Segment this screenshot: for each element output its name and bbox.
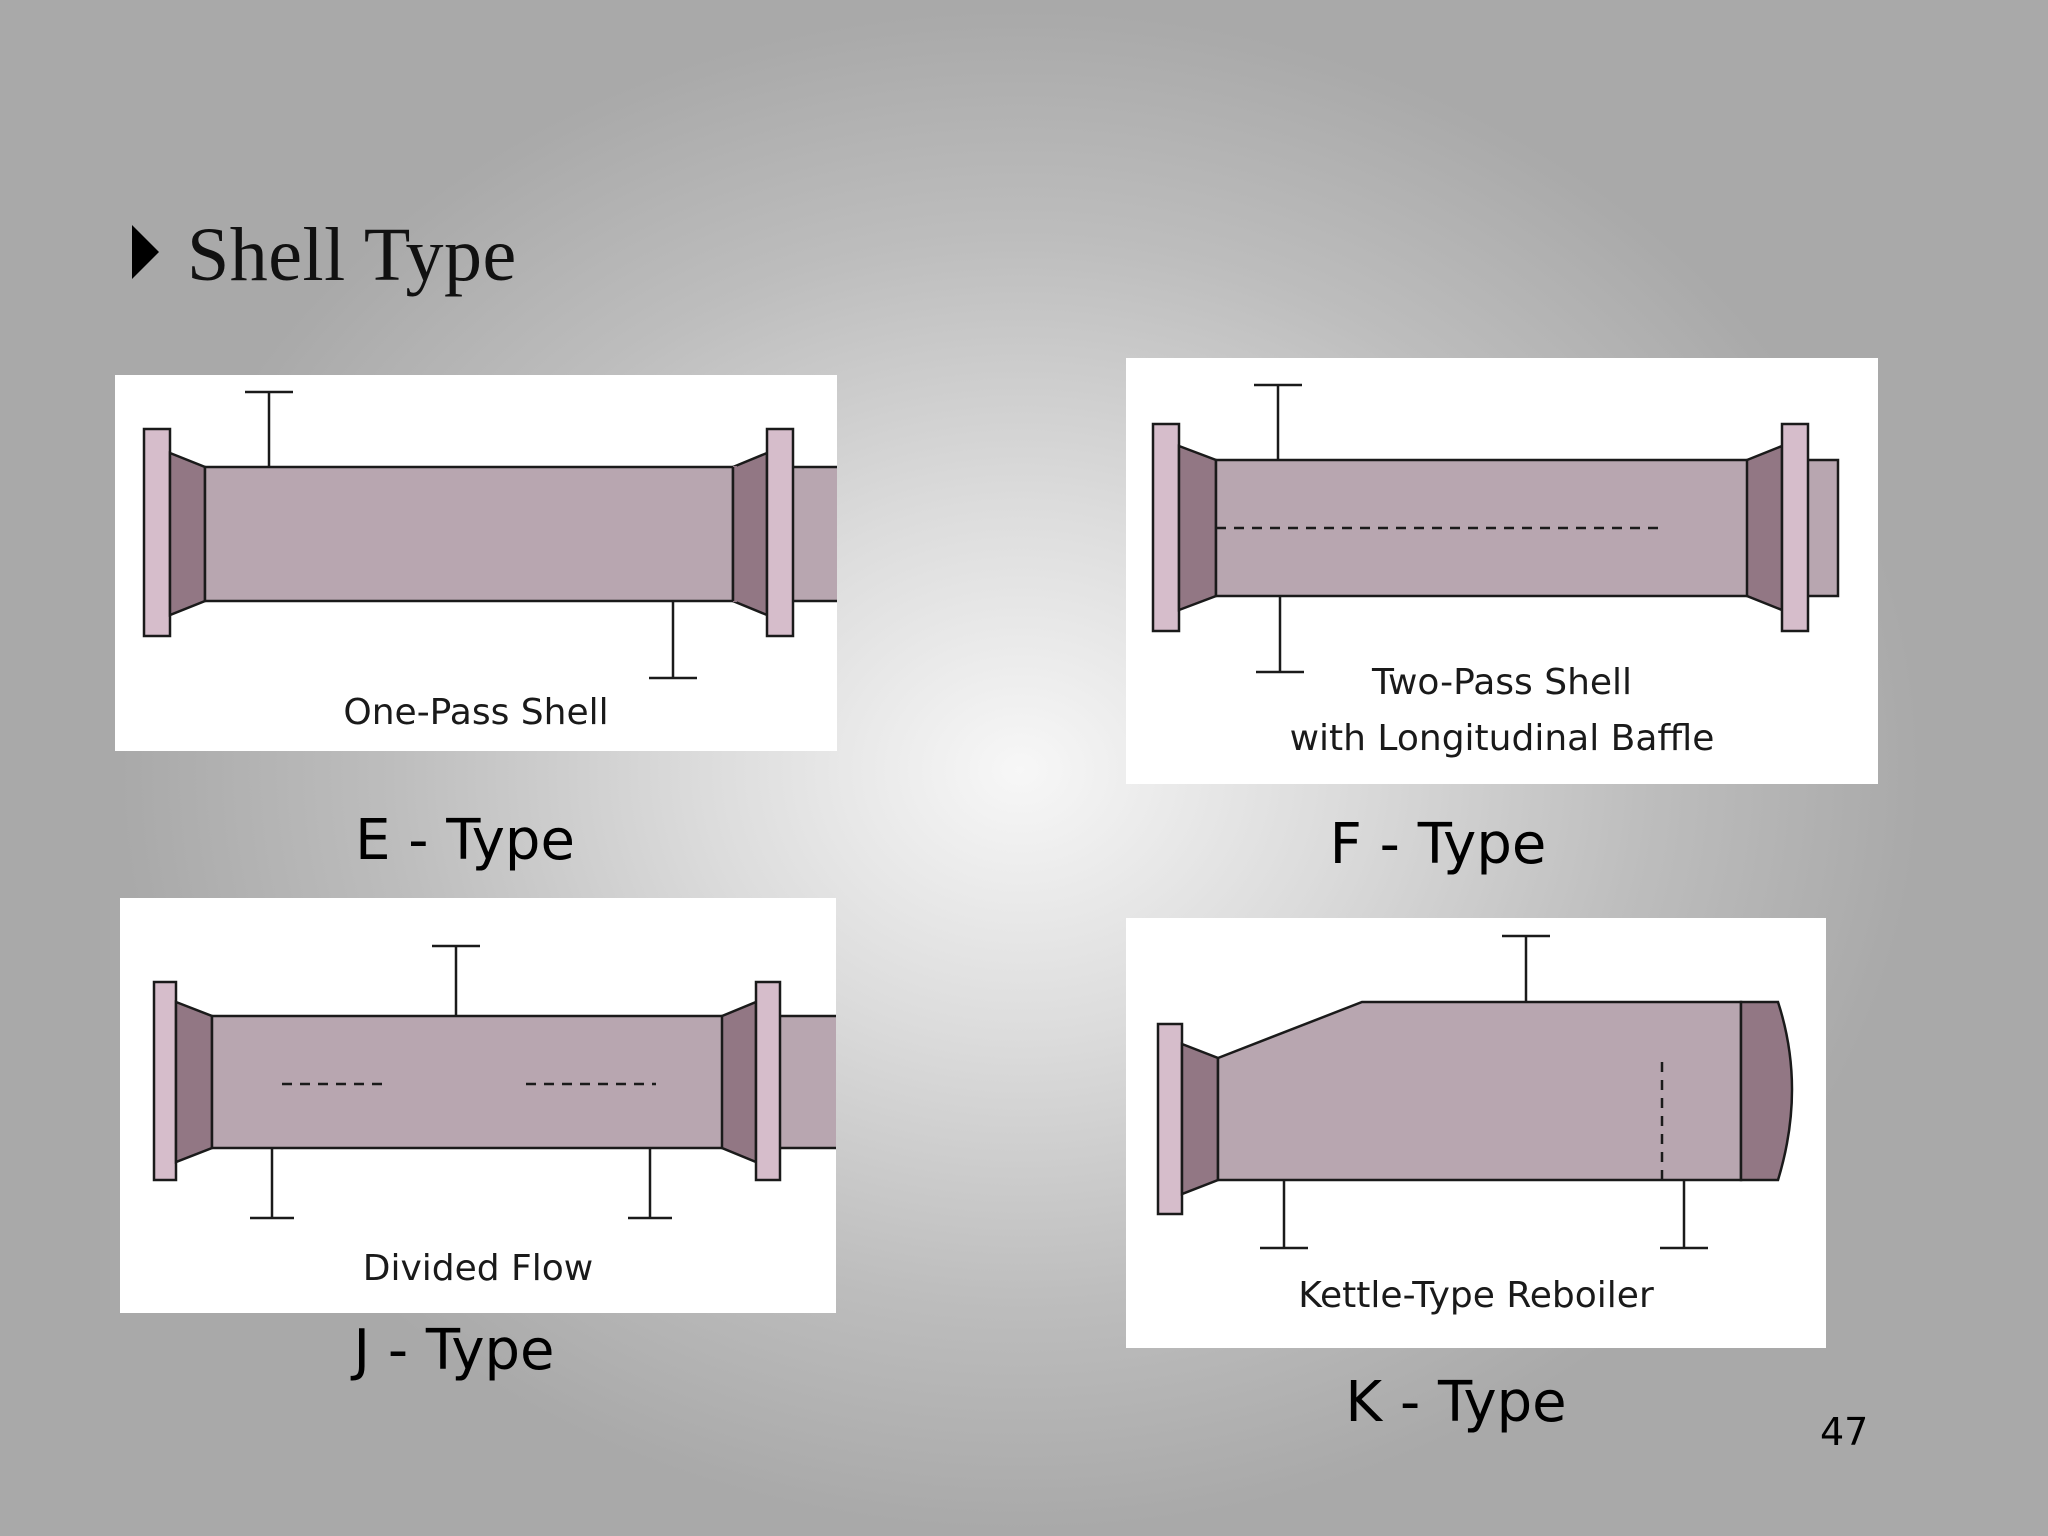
diagram-k-type: Kettle-Type Reboiler — [1126, 918, 1826, 1348]
bullet-triangle-icon — [132, 225, 159, 279]
diagram-j-type: Divided Flow — [120, 898, 836, 1313]
diagram-caption: Kettle-Type Reboiler — [1298, 1275, 1654, 1316]
diagram-caption-line2: with Longitudinal Baffle — [1289, 718, 1715, 759]
one-pass-shell-drawing — [142, 390, 837, 680]
divided-flow-drawing — [152, 944, 836, 1220]
diagram-caption-line1: Two-Pass Shell — [1371, 662, 1633, 703]
diagram-f-type: Two-Pass Shell with Longitudinal Baffle — [1126, 358, 1878, 784]
diagram-caption: One-Pass Shell — [343, 692, 609, 733]
slide-title: Shell Type — [132, 200, 517, 310]
type-label-j: J - Type — [353, 1318, 555, 1383]
diagram-caption: Divided Flow — [362, 1248, 594, 1289]
two-pass-shell-drawing — [1151, 383, 1840, 674]
diagram-e-type: One-Pass Shell — [115, 375, 837, 751]
title-text: Shell Type — [187, 212, 517, 297]
type-label-e: E - Type — [355, 808, 575, 873]
kettle-reboiler-drawing — [1156, 934, 1794, 1250]
page-number: 47 — [1820, 1410, 1869, 1454]
type-label-f: F - Type — [1329, 812, 1547, 877]
type-label-k: K - Type — [1345, 1370, 1567, 1435]
